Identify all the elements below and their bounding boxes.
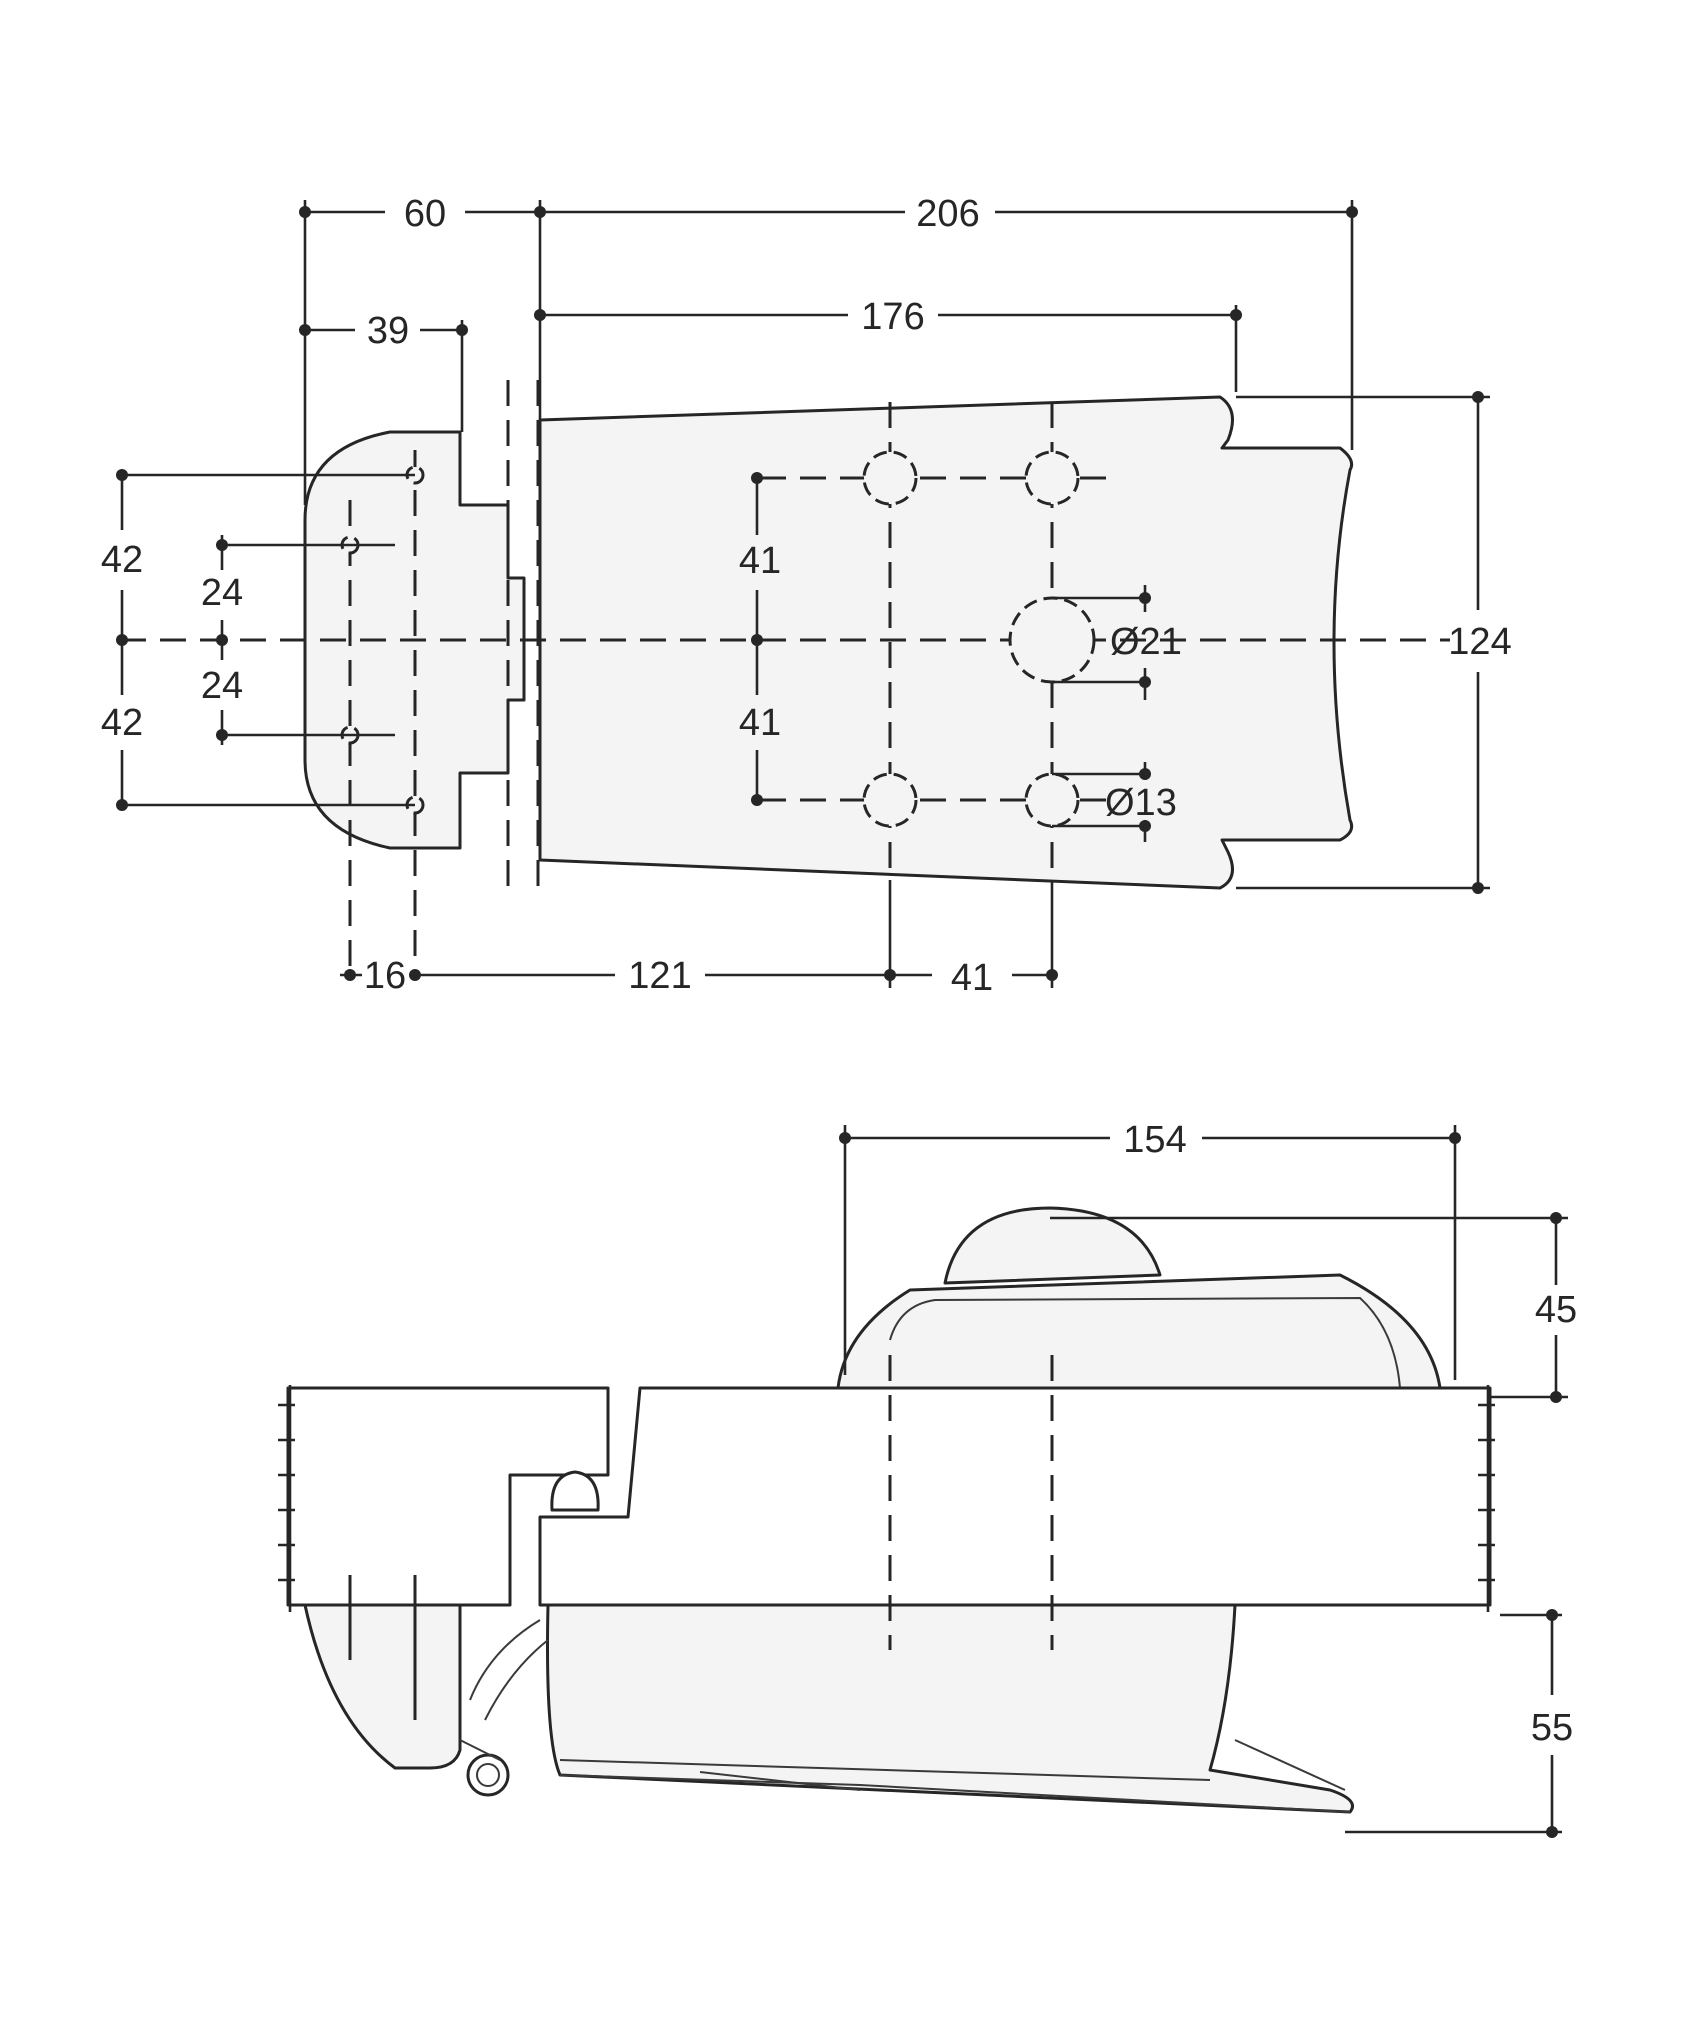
hinge-pin-inner xyxy=(476,1763,500,1787)
upper-housing xyxy=(836,1273,1442,1390)
mounting-hole xyxy=(1024,772,1080,828)
upper-housing-inner xyxy=(889,1296,1401,1389)
dimension-154: 154 xyxy=(839,1119,1461,1380)
panel-section-right xyxy=(538,1386,1492,1607)
dim-label-d13: Ø13 xyxy=(1105,782,1177,824)
dimension-41-vertical-pair: 41 41 xyxy=(739,472,781,806)
mounting-hole xyxy=(862,450,918,506)
central-hole xyxy=(1008,596,1096,684)
dimension-24-pair: 24 24 xyxy=(201,535,395,745)
lower-housing-main xyxy=(546,1603,1354,1814)
dim-label-60: 60 xyxy=(404,193,446,235)
dim-label-41-lower: 41 xyxy=(739,702,781,744)
hinge-knuckle xyxy=(550,1470,600,1512)
dim-label-124: 124 xyxy=(1448,621,1511,663)
dim-label-55: 55 xyxy=(1531,1707,1573,1749)
dim-label-d21: Ø21 xyxy=(1110,621,1182,663)
dim-label-24-top: 24 xyxy=(201,572,243,614)
dim-label-42-top: 42 xyxy=(101,539,143,581)
dimension-diameter-21: Ø21 xyxy=(1052,585,1182,700)
dim-label-154: 154 xyxy=(1123,1119,1186,1161)
dimension-chain-bottom: 16 121 41 xyxy=(340,880,1058,999)
hinge-pin xyxy=(466,1753,510,1797)
main-plate-outline xyxy=(538,395,1354,890)
dimension-39: 39 xyxy=(299,310,468,432)
panel-wall-ticks-right xyxy=(1478,1385,1495,1612)
dimension-206: 206 xyxy=(540,193,1358,450)
dimension-55: 55 xyxy=(1345,1609,1573,1838)
dim-label-42-bottom: 42 xyxy=(101,702,143,744)
dim-label-176: 176 xyxy=(861,296,924,338)
mounting-hole xyxy=(862,772,918,828)
dim-label-206: 206 xyxy=(916,193,979,235)
dim-label-45: 45 xyxy=(1535,1289,1577,1331)
dim-label-41-upper: 41 xyxy=(739,540,781,582)
mounting-hole xyxy=(1024,450,1080,506)
dimension-42-pair: 42 42 xyxy=(101,469,415,811)
dim-label-41-bottom: 41 xyxy=(951,957,993,999)
dimension-45: 45 xyxy=(1050,1212,1577,1403)
hinge-arm xyxy=(459,1619,549,1761)
knob-dome xyxy=(943,1206,1162,1285)
side-view: 154 45 55 xyxy=(278,1119,1577,1838)
lower-housing-left xyxy=(303,1603,462,1770)
top-view: 60 206 39 176 xyxy=(101,193,1512,999)
lower-housing-base xyxy=(559,1774,1351,1813)
lower-housing-foot xyxy=(559,1739,1346,1791)
dim-label-24-bottom: 24 xyxy=(201,665,243,707)
dim-label-39: 39 xyxy=(367,310,409,352)
dim-label-121: 121 xyxy=(628,955,691,997)
panel-section xyxy=(286,1386,610,1607)
dimension-124: 124 xyxy=(1236,391,1512,894)
dimension-diameter-13: Ø13 xyxy=(1052,762,1177,842)
dimension-176: 176 xyxy=(534,296,1242,392)
panel-wall-ticks-left xyxy=(278,1385,295,1612)
dim-label-16: 16 xyxy=(364,955,406,997)
